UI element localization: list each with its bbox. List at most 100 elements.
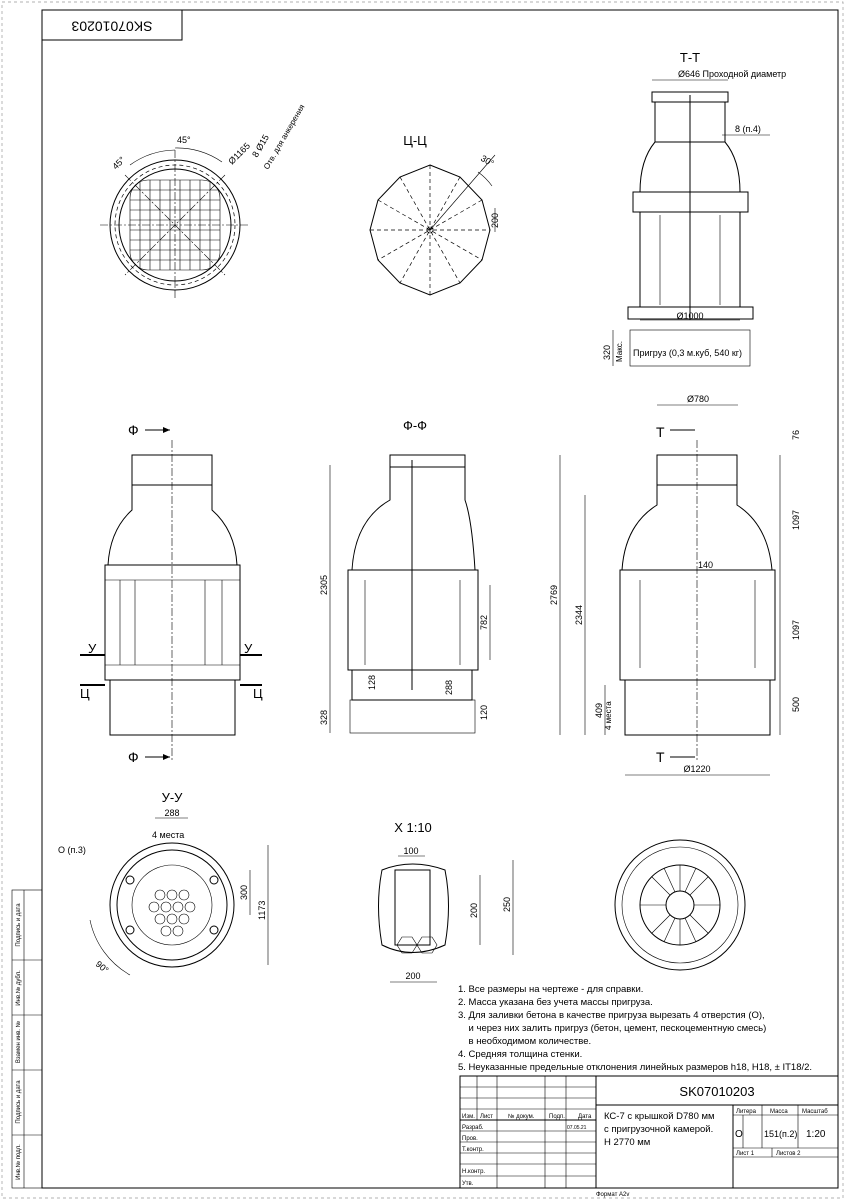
uu-h300: 300 <box>239 885 249 900</box>
tb-utv: Утв. <box>462 1181 474 1187</box>
tb-litera: Литера <box>736 1109 757 1115</box>
tt-d1000: Ø1000 <box>676 311 703 321</box>
tb-date: Дата <box>578 1114 592 1120</box>
uu-h1173: 1173 <box>257 901 267 920</box>
uu-angle: 90° <box>94 959 111 976</box>
tb-name-2: с пригрузочной камерой. <box>604 1124 713 1135</box>
sheet-frame <box>41 9 839 1189</box>
ff-h128: 128 <box>367 675 377 690</box>
ff-title: Ф-Ф <box>403 418 427 433</box>
x-title: Х 1:10 <box>394 820 432 835</box>
tt-view: Т-Т Ø646 Проходной диаметр 8 (п.4) Ø1000… <box>602 50 786 367</box>
t-mark-top: Т <box>656 424 665 440</box>
note-4: 4. Средняя толщина стенки. <box>458 1049 582 1060</box>
ff-h120: 120 <box>479 705 489 720</box>
stamp-label-1: Подпись и дата <box>16 903 22 947</box>
title-block: SK07010203 Изм. Лист № докум. Подп. Дата… <box>459 1075 839 1198</box>
t-mark-bottom: Т <box>656 749 665 765</box>
code-box-text: SK07010203 <box>71 18 152 34</box>
uu-w288: 288 <box>164 808 179 818</box>
note-3c: в необходимом количестве. <box>458 1036 591 1047</box>
tb-lit-val: О <box>735 1129 743 1140</box>
side-h2344: 2344 <box>574 605 584 625</box>
tb-format: Формат А2v <box>596 1192 629 1198</box>
tt-load: Пригруз (0,3 м.куб, 540 кг) <box>633 348 742 358</box>
note-2: 2. Масса указана без учета массы пригруз… <box>458 997 653 1008</box>
tt-title: Т-Т <box>680 50 700 65</box>
u-mark-left: У <box>88 641 97 656</box>
tb-tkontr: Т.контр. <box>462 1147 484 1153</box>
plan-angle-2: 45° <box>110 154 127 171</box>
tb-sign: Подп. <box>549 1114 565 1120</box>
x-h250: 250 <box>502 897 512 912</box>
tb-date-val: 07.05.21 <box>567 1125 587 1131</box>
tsts-title: Ц-Ц <box>403 133 427 148</box>
side-h500: 500 <box>791 697 801 712</box>
cover-view <box>614 839 746 971</box>
side-h140: 140 <box>698 560 713 570</box>
tb-prov: Пров. <box>462 1136 478 1142</box>
stamp-label-2: Инв.№ дубл. <box>15 970 22 1006</box>
tb-list: Лист <box>480 1114 493 1120</box>
side-h76: 76 <box>791 430 801 440</box>
ts-mark-right: Ц <box>253 686 263 701</box>
tb-sheets: Листов 2 <box>776 1151 801 1157</box>
side-places: 4 места <box>604 701 613 730</box>
ff-h328: 328 <box>319 710 329 725</box>
plan-view: 45° 45° Ø1165 8 Ø15 Отв. для анкерения <box>100 103 306 300</box>
stamp-label-3: Взамен инв. № <box>15 1021 22 1063</box>
plan-angle-1: 45° <box>177 135 191 145</box>
tt-pass-diameter: Ø646 Проходной диаметр <box>678 69 786 79</box>
tt-h320: 320 <box>602 345 612 360</box>
uu-holes <box>148 889 196 937</box>
tsts-view: Ц-Ц 30° 200 <box>369 133 500 296</box>
tb-code: SK07010203 <box>679 1084 754 1099</box>
uu-places: 4 места <box>152 830 184 840</box>
x-w200: 200 <box>405 971 420 981</box>
f-mark-bottom: Ф <box>128 749 139 765</box>
side-h2769: 2769 <box>549 585 559 605</box>
ff-h782: 782 <box>479 615 489 630</box>
note-3b: и через них залить пригруз (бетон, цемен… <box>458 1023 766 1034</box>
x-h200: 200 <box>469 903 479 918</box>
tb-scale-val: 1:20 <box>806 1129 826 1140</box>
stamp-label-4: Подпись и дата <box>16 1080 22 1124</box>
side-h1097b: 1097 <box>791 620 801 640</box>
tt-max: Макс. <box>615 341 624 362</box>
side-view: Ø780 Т Т Ø1220 76 1097 140 1097 500 2769… <box>549 394 801 776</box>
f-mark-top: Ф <box>128 422 139 438</box>
side-stamp: Подпись и дата Инв.№ дубл. Взамен инв. №… <box>11 889 43 1189</box>
ts-mark-left: Ц <box>80 686 90 701</box>
tb-razrab: Разраб. <box>462 1125 484 1131</box>
note-5: 5. Неуказанные предельные отклонения лин… <box>458 1062 812 1073</box>
plan-diameter: Ø1165 <box>226 141 252 167</box>
x-view: Х 1:10 100 200 250 200 <box>378 820 514 983</box>
tb-masshtab: Масштаб <box>802 1109 828 1115</box>
tsts-angle: 30° <box>479 153 496 169</box>
note-1: 1. Все размеры на чертеже - для справки. <box>458 984 643 995</box>
ff-view: Ф-Ф 2305 782 128 288 120 328 <box>319 418 491 734</box>
note-3: 3. Для заливки бетона в качестве пригруз… <box>458 1010 765 1021</box>
tsts-dim: 200 <box>490 213 500 228</box>
uu-title: У-У <box>162 790 184 805</box>
tb-massa: Масса <box>770 1109 788 1115</box>
tb-nkontr: Н.контр. <box>462 1169 485 1175</box>
tb-izm: Изм. <box>462 1114 475 1120</box>
tt-note8: 8 (п.4) <box>735 124 761 134</box>
notes: 1. Все размеры на чертеже - для справки.… <box>458 984 812 1073</box>
code-box <box>41 9 183 41</box>
tb-mass-val: 151(п.2) <box>764 1129 797 1139</box>
uu-o-note: О (п.3) <box>58 845 86 855</box>
x-w100: 100 <box>403 846 418 856</box>
u-mark-right: У <box>244 641 253 656</box>
tb-name-1: КС-7 с крышкой D780 мм <box>604 1111 715 1122</box>
stamp-label-5: Инв.№ подл. <box>15 1144 22 1180</box>
tb-sheet: Лист 1 <box>736 1151 755 1157</box>
side-h1097a: 1097 <box>791 510 801 530</box>
f-view: Ф Ф У У Ц Ц <box>80 422 263 765</box>
ff-h288: 288 <box>444 680 454 695</box>
side-d780: Ø780 <box>687 394 709 404</box>
tb-name-3: Н 2770 мм <box>604 1137 650 1148</box>
